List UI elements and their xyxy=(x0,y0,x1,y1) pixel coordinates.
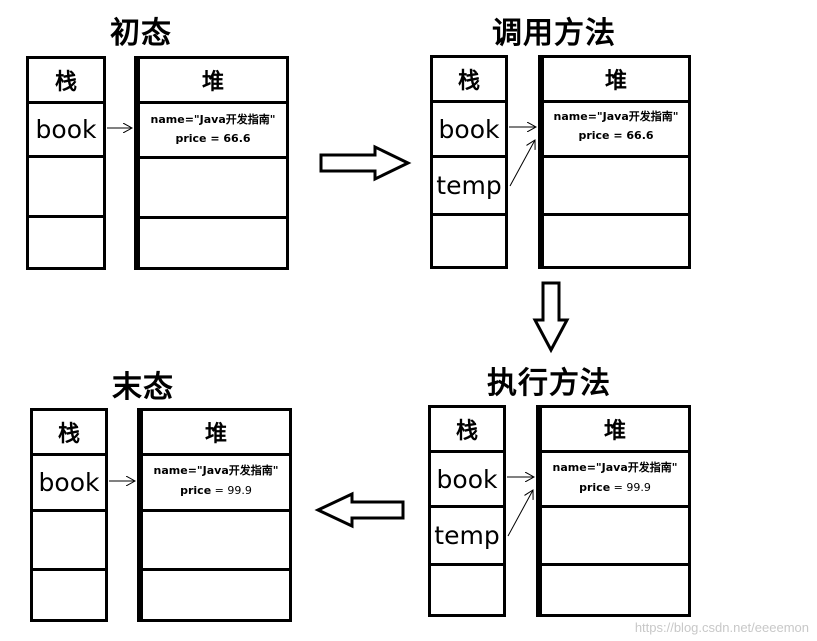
initial-object-price-value: 66.6 xyxy=(223,132,251,145)
execute-stack-header: 栈 xyxy=(455,419,478,444)
call-heap: 堆 name="Java开发指南" price = 66.6 xyxy=(538,55,691,269)
call-object-name: name="Java开发指南" xyxy=(553,110,679,123)
final-var-book: book xyxy=(38,468,100,497)
initial-object-price-label: price xyxy=(175,132,207,145)
final-object-price-value: 99.9 xyxy=(227,484,252,497)
initial-heap: 堆 name="Java开发指南" price = 66.6 xyxy=(134,56,289,270)
call-object-price-label: price xyxy=(578,129,610,142)
initial-object-name: name="Java开发指南" xyxy=(150,113,276,126)
call-stack: 栈 book temp xyxy=(430,55,508,269)
call-heap-header: 堆 xyxy=(604,69,627,94)
call-title: 调用方法 xyxy=(492,16,616,51)
call-var-book: book xyxy=(438,114,500,144)
execute-object-price-label: price xyxy=(579,481,611,494)
left-flow-arrow-icon xyxy=(314,491,405,529)
call-stack-header: 栈 xyxy=(457,69,480,94)
final-stack: 栈 book xyxy=(30,408,108,622)
call-var-temp: temp xyxy=(436,171,502,200)
initial-heap-object: name="Java开发指南" price = 66.6 xyxy=(140,101,286,156)
final-object-name: name="Java开发指南" xyxy=(153,464,279,477)
execute-title: 执行方法 xyxy=(487,366,611,401)
call-temp-ref-arrow xyxy=(509,140,535,187)
final-heap-object: name="Java开发指南" price = 99.9 xyxy=(143,453,289,509)
watermark: https://blog.csdn.net/eeeemon xyxy=(634,620,809,635)
initial-stack: 栈 book xyxy=(26,56,106,270)
final-heap: 堆 name="Java开发指南" price = 99.9 xyxy=(137,408,292,622)
final-stack-header: 栈 xyxy=(57,422,80,447)
initial-stack-header: 栈 xyxy=(54,70,77,95)
final-title: 末态 xyxy=(112,370,174,405)
execute-stack: 栈 book temp xyxy=(428,405,506,617)
execute-heap-object: name="Java开发指南" price = 99.9 xyxy=(542,450,688,505)
initial-heap-header: 堆 xyxy=(201,70,224,95)
final-heap-header: 堆 xyxy=(204,422,227,447)
call-heap-object: name="Java开发指南" price = 66.6 xyxy=(544,100,688,155)
execute-heap: 堆 name="Java开发指南" price = 99.9 xyxy=(536,405,691,617)
execute-heap-header: 堆 xyxy=(603,419,626,444)
right-flow-arrow-icon xyxy=(319,144,412,182)
execute-object-name: name="Java开发指南" xyxy=(552,461,678,474)
execute-temp-ref-arrow xyxy=(507,490,533,537)
execute-object-price-value: 99.9 xyxy=(626,481,651,494)
execute-var-book: book xyxy=(436,464,498,494)
initial-title: 初态 xyxy=(110,16,172,51)
initial-var-book: book xyxy=(35,115,97,144)
call-object-price-value: 66.6 xyxy=(626,129,654,142)
final-object-price-label: price xyxy=(180,484,212,497)
down-flow-arrow-icon xyxy=(532,281,570,354)
execute-var-temp: temp xyxy=(434,521,500,550)
